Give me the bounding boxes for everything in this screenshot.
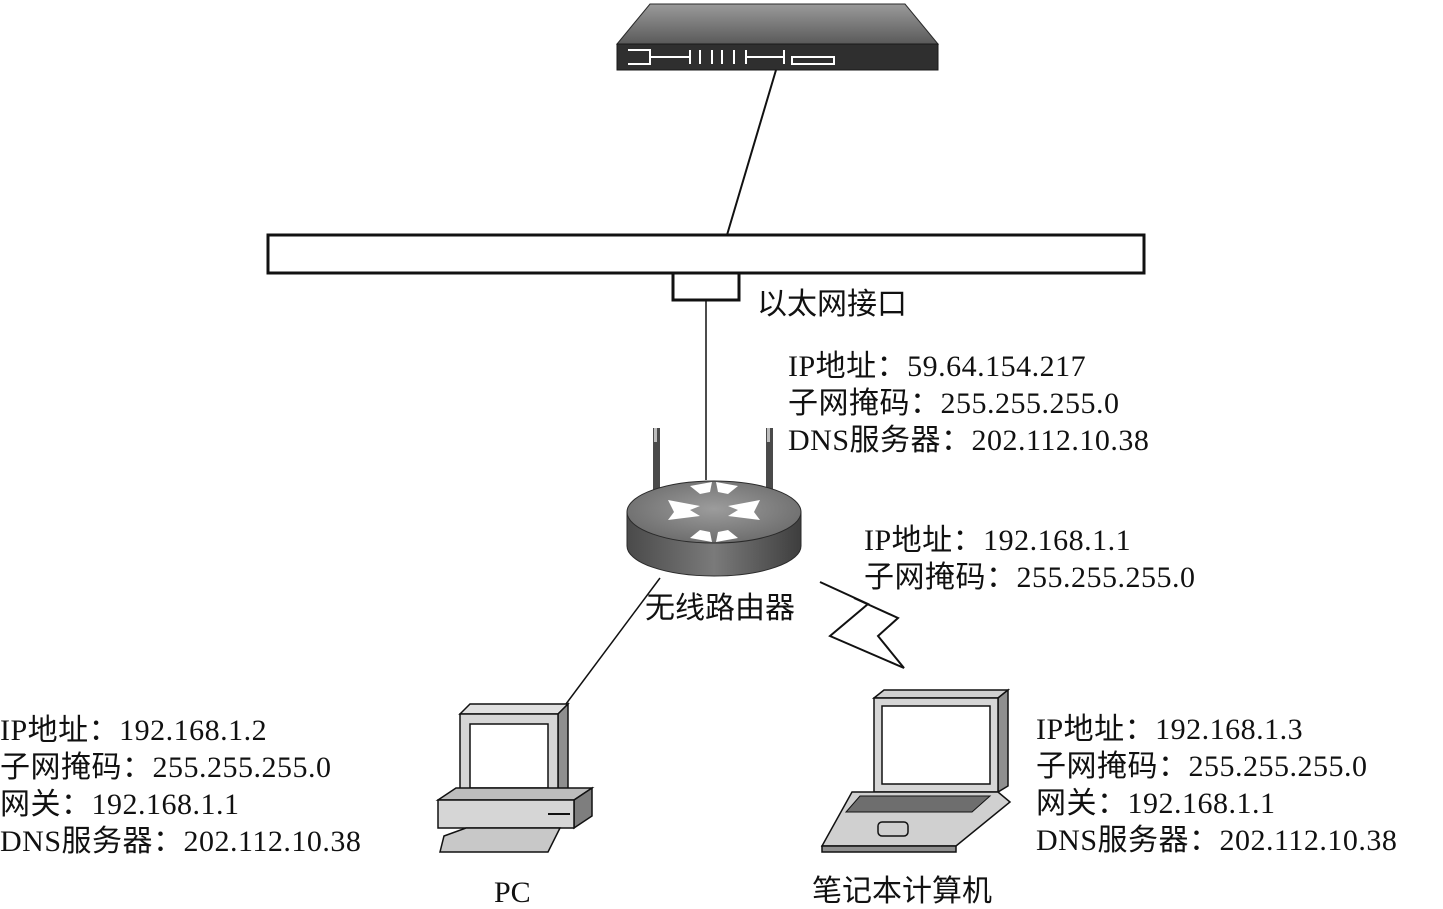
router-wan-config: IP地址：59.64.154.217 子网掩码：255.255.255.0 DN… bbox=[788, 348, 1149, 459]
laptop-mask: 子网掩码：255.255.255.0 bbox=[1036, 750, 1368, 783]
pc-mask: 子网掩码：255.255.255.0 bbox=[0, 751, 332, 784]
network-bus-bar bbox=[266, 233, 1146, 275]
router-lan-config: IP地址：192.168.1.1 子网掩码：255.255.255.0 bbox=[864, 522, 1196, 596]
router-wan-dns: DNS服务器：202.112.10.38 bbox=[788, 424, 1150, 457]
uplink-line bbox=[726, 69, 777, 236]
pc-gateway: 网关：192.168.1.1 bbox=[0, 788, 240, 821]
ethernet-interface-label: 以太网接口 bbox=[757, 288, 907, 321]
pc-link-line bbox=[559, 577, 661, 713]
laptop-ip: IP地址：192.168.1.3 bbox=[1036, 713, 1304, 746]
laptop-icon bbox=[820, 688, 1012, 853]
router-lan-mask: 子网掩码：255.255.255.0 bbox=[864, 561, 1196, 594]
laptop-dns: DNS服务器：202.112.10.38 bbox=[1036, 824, 1398, 857]
pc-label: PC bbox=[494, 876, 531, 909]
upstream-switch-icon bbox=[615, 3, 940, 71]
router-lan-ip: IP地址：192.168.1.1 bbox=[864, 524, 1132, 557]
wireless-router-icon bbox=[626, 428, 802, 577]
router-wan-ip: IP地址：59.64.154.217 bbox=[788, 350, 1087, 383]
pc-config: IP地址：192.168.1.2 子网掩码：255.255.255.0 网关：1… bbox=[0, 712, 361, 860]
ethernet-port-icon bbox=[671, 271, 741, 302]
pc-dns: DNS服务器：202.112.10.38 bbox=[0, 825, 362, 858]
router-label: 无线路由器 bbox=[645, 592, 795, 625]
wireless-signal-icon bbox=[819, 581, 905, 669]
laptop-gateway: 网关：192.168.1.1 bbox=[1036, 787, 1276, 820]
pc-ip: IP地址：192.168.1.2 bbox=[0, 714, 268, 747]
laptop-label: 笔记本计算机 bbox=[812, 875, 992, 908]
router-wan-mask: 子网掩码：255.255.255.0 bbox=[788, 387, 1120, 420]
pc-icon bbox=[435, 702, 595, 853]
laptop-config: IP地址：192.168.1.3 子网掩码：255.255.255.0 网关：1… bbox=[1036, 711, 1397, 859]
